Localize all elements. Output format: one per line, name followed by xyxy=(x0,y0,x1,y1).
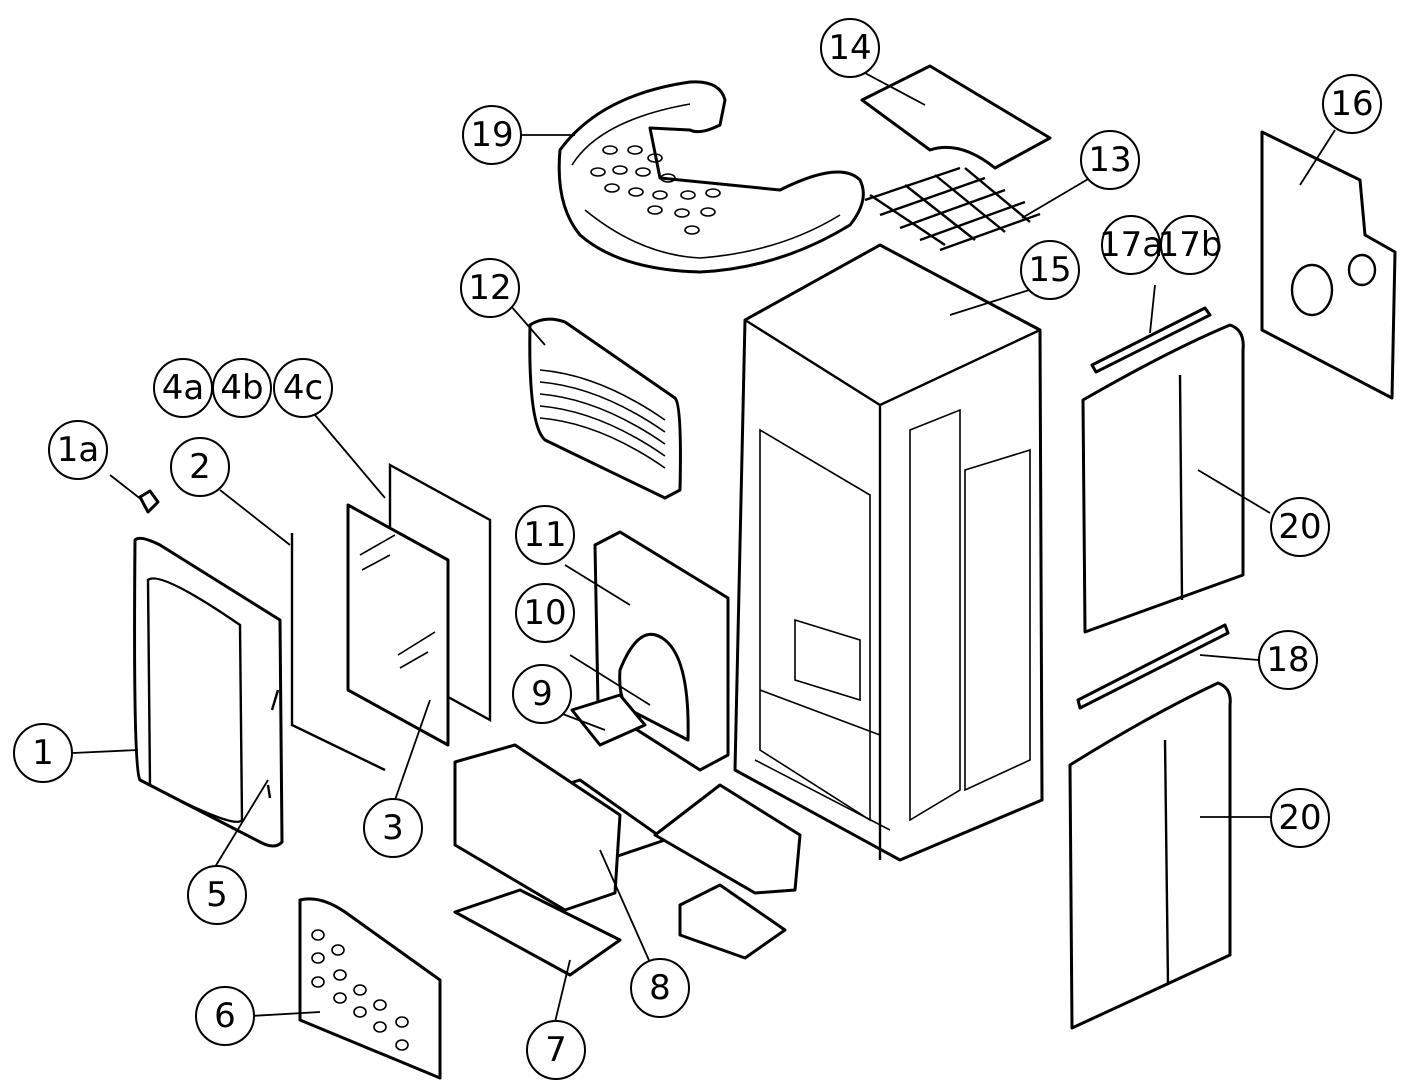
callout-9: 9 xyxy=(512,664,572,724)
callout-8: 8 xyxy=(630,958,690,1018)
callout-label: 15 xyxy=(1028,250,1071,290)
upper-side-panel-part xyxy=(1081,323,1245,634)
callout-2: 2 xyxy=(170,437,230,497)
door-handle-part xyxy=(266,689,280,799)
callout-17a: 17a xyxy=(1099,215,1163,275)
door-glass-part xyxy=(346,503,450,747)
callout-14: 14 xyxy=(820,18,880,78)
callout-label: 4c xyxy=(283,368,323,408)
lower-bracket-part xyxy=(1076,623,1230,710)
leader-lines xyxy=(72,64,1336,1023)
callout-label: 12 xyxy=(468,268,511,308)
callout-12: 12 xyxy=(460,258,520,318)
callout-19: 19 xyxy=(462,105,522,165)
door-frame-part xyxy=(133,536,284,848)
callout-5: 5 xyxy=(187,865,247,925)
base-plate-part xyxy=(453,888,622,977)
callout-13: 13 xyxy=(1080,130,1140,190)
lower-front-panel-part xyxy=(298,897,442,1080)
front-grille-part xyxy=(528,317,682,500)
callout-label: 10 xyxy=(523,593,566,633)
callout-label: 1 xyxy=(32,733,54,773)
callout-label: 11 xyxy=(523,515,566,555)
callout-label: 7 xyxy=(545,1030,567,1070)
callout-16: 16 xyxy=(1322,74,1382,134)
top-cover-part xyxy=(557,80,865,274)
callout-label: 4a xyxy=(162,368,204,408)
callout-label: 8 xyxy=(649,968,671,1008)
callout-label: 20 xyxy=(1278,798,1321,838)
callout-18: 18 xyxy=(1258,630,1318,690)
callout-label: 13 xyxy=(1088,140,1131,180)
callout-label: 1a xyxy=(57,430,99,470)
stove-body-frame xyxy=(733,243,1044,862)
callout-20-upper: 20 xyxy=(1270,497,1330,557)
rear-plate-part xyxy=(1260,130,1397,400)
callout-1a: 1a xyxy=(48,420,108,480)
panel-holes xyxy=(311,929,409,1051)
callout-label: 17a xyxy=(1099,225,1163,265)
callout-4a: 4a xyxy=(153,358,213,418)
callout-label: 17b xyxy=(1158,225,1223,265)
ash-drawer-part xyxy=(453,743,622,912)
callout-label: 14 xyxy=(828,28,871,68)
callout-label: 19 xyxy=(470,115,513,155)
callout-10: 10 xyxy=(515,583,575,643)
gasket-part xyxy=(290,533,386,772)
callout-label: 5 xyxy=(206,875,228,915)
grid-mesh-part xyxy=(864,166,1041,252)
callout-label: 18 xyxy=(1266,640,1309,680)
top-plate-part xyxy=(860,64,1052,170)
callout-label: 16 xyxy=(1330,84,1373,124)
callout-17b: 17b xyxy=(1158,215,1223,275)
callout-4b: 4b xyxy=(212,358,272,418)
callout-label: 4b xyxy=(220,368,263,408)
hinge-clip-part xyxy=(138,489,160,514)
cover-holes xyxy=(590,145,721,235)
callout-label: 20 xyxy=(1278,507,1321,547)
callout-7: 7 xyxy=(526,1020,586,1080)
callout-label: 3 xyxy=(382,808,404,848)
callout-1: 1 xyxy=(13,723,73,783)
callout-20-lower: 20 xyxy=(1270,788,1330,848)
electronics-housing xyxy=(653,783,802,960)
callout-11: 11 xyxy=(515,505,575,565)
callout-6: 6 xyxy=(195,986,255,1046)
callout-label: 9 xyxy=(531,674,553,714)
callout-3: 3 xyxy=(363,798,423,858)
callout-label: 2 xyxy=(189,447,211,487)
callout-15: 15 xyxy=(1020,240,1080,300)
callout-label: 6 xyxy=(214,996,236,1036)
callout-4c: 4c xyxy=(273,358,333,418)
lower-side-panel-part xyxy=(1068,681,1232,1030)
side-bracket-part xyxy=(1090,306,1212,374)
